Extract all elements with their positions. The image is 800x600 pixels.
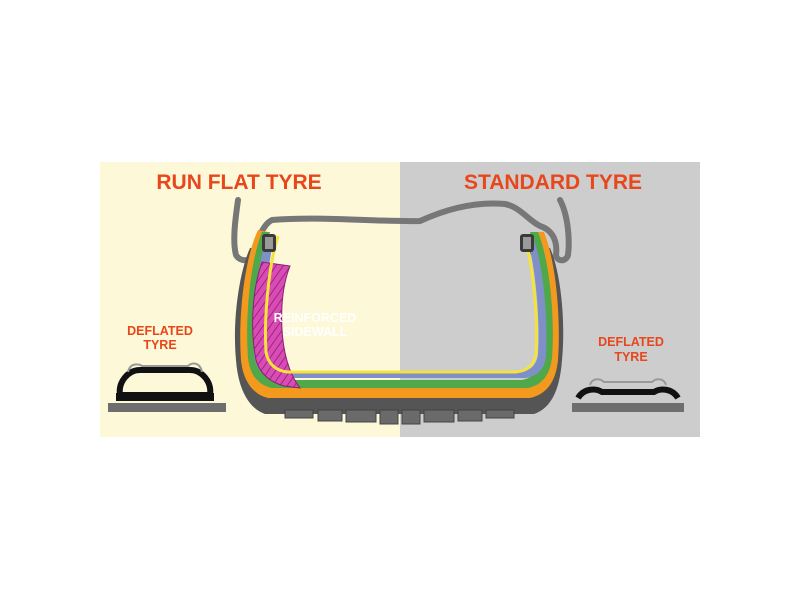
run-flat-title: RUN FLAT TYRE [156,171,321,194]
right-ground [572,403,684,412]
left-deflated-label-line1: DEFLATED [127,324,193,338]
right-deflated-label-line1: DEFLATED [598,335,664,349]
right-deflated-label-line2: TYRE [614,350,647,364]
left-deflated-label-line2: TYRE [143,338,176,352]
deflated-standard-tyre [572,378,684,412]
deflated-run-flat-tyre [108,362,226,412]
tread-blocks [284,409,515,425]
left-bead-core [265,237,273,249]
reinforced-sidewall-insert [252,261,302,389]
reinforced-label-line2: SIDEWALL [283,325,348,339]
standard-title: STANDARD TYRE [464,171,642,194]
yellow-inner-liner [264,235,538,374]
right-bead-core [523,237,531,249]
left-ground [108,403,226,412]
reinforced-label-line1: REINFORCED [274,311,357,325]
